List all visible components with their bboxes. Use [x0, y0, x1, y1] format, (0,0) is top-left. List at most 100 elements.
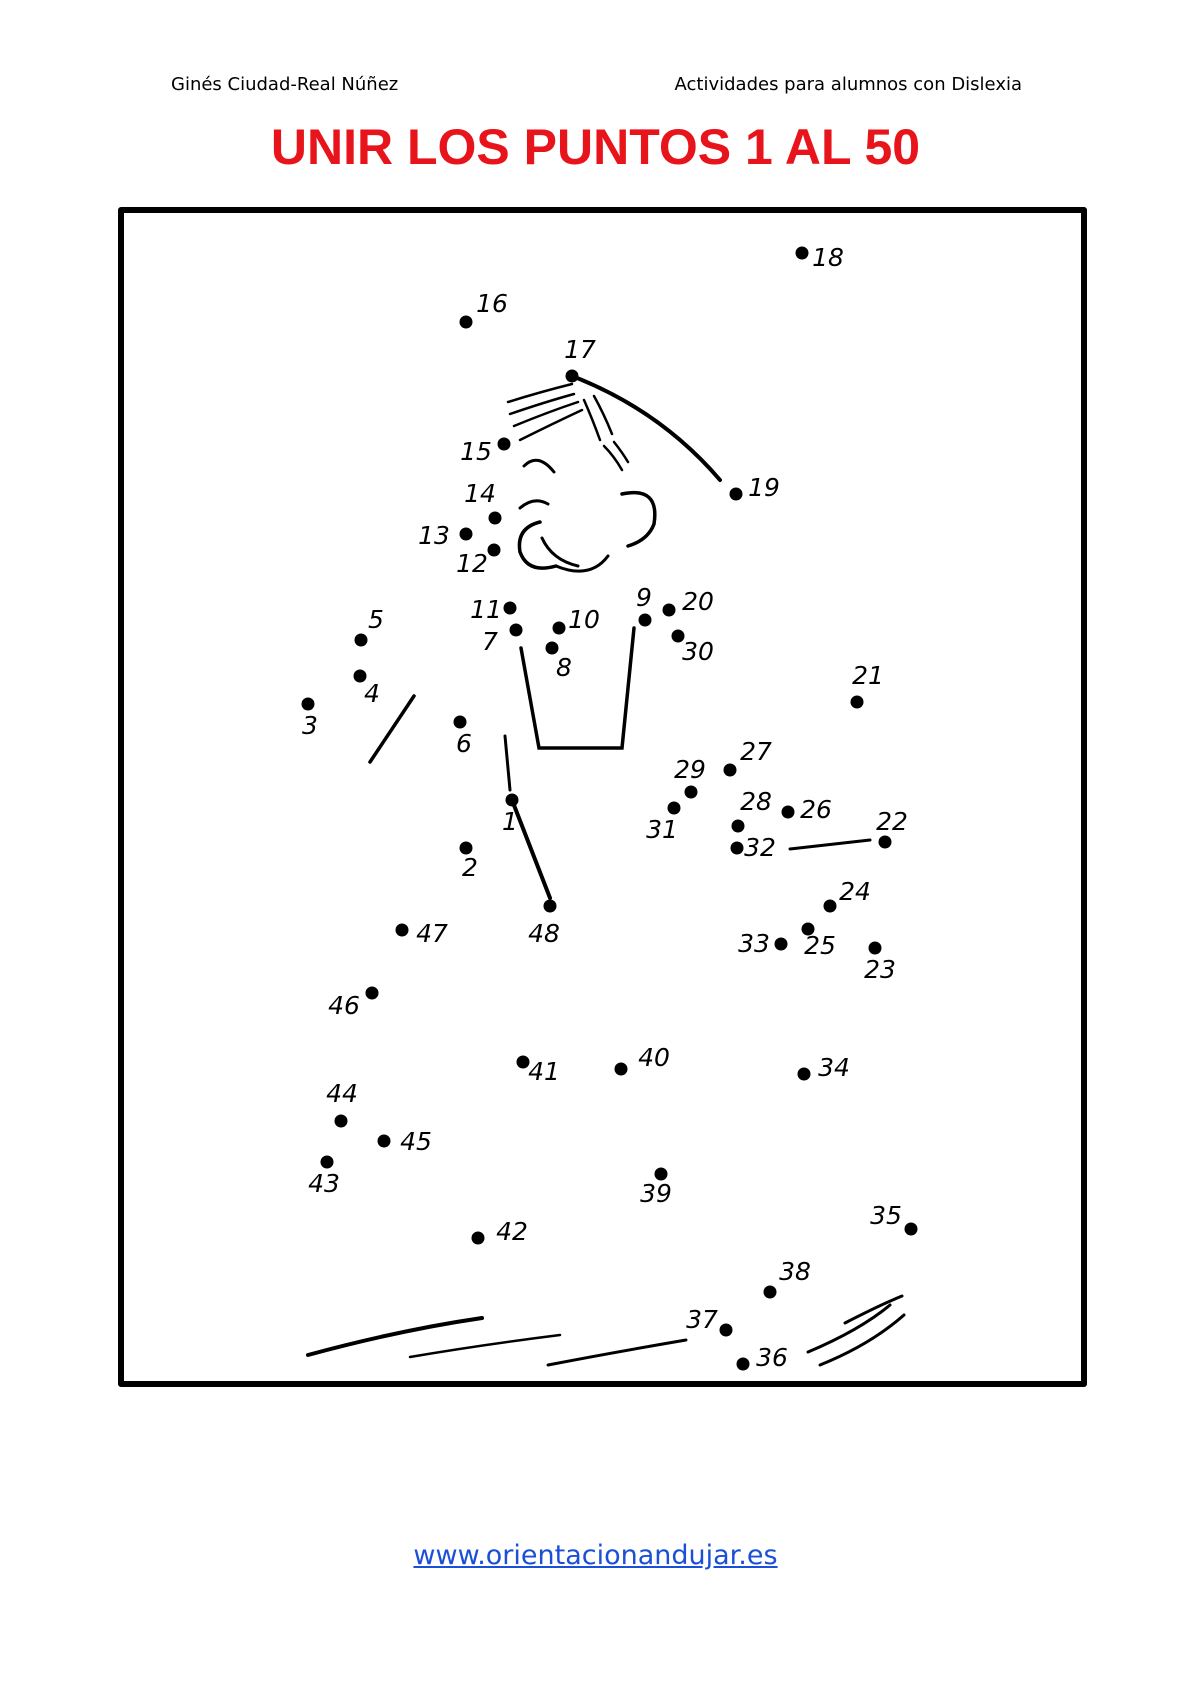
- dot-37: 37: [686, 1305, 733, 1337]
- dot-number: 18: [812, 243, 844, 272]
- dot-marker: [453, 715, 467, 729]
- dot-number: 35: [870, 1201, 902, 1230]
- dot-45: 45: [377, 1127, 432, 1156]
- dot-marker: [823, 899, 837, 913]
- page-title: UNIR LOS PUNTOS 1 AL 50: [270, 119, 921, 175]
- dot-number: 30: [682, 637, 714, 666]
- dot-number: 36: [756, 1343, 788, 1372]
- dot-25: 25: [801, 922, 836, 960]
- dot-marker: [505, 793, 519, 807]
- dot-23: 23: [864, 941, 896, 984]
- dot-marker: [395, 923, 409, 937]
- dot-number: 12: [456, 549, 488, 578]
- dot-number: 4: [364, 679, 380, 708]
- dot-20: 20: [662, 587, 714, 617]
- author-name: Ginés Ciudad-Real Núñez: [171, 74, 399, 95]
- dot-13: 13: [418, 521, 473, 550]
- dot-number: 29: [674, 755, 706, 784]
- printed-lines: [306, 374, 906, 1367]
- dot-44: 44: [326, 1079, 358, 1128]
- dot-11: 11: [470, 595, 517, 624]
- dot-marker: [488, 511, 502, 525]
- dot-marker: [667, 801, 681, 815]
- dot-number: 22: [876, 807, 908, 836]
- dot-marker: [729, 487, 743, 501]
- dot-marker: [654, 1167, 668, 1181]
- dot-marker: [684, 785, 698, 799]
- dot-number: 21: [852, 661, 884, 690]
- dot-marker: [763, 1285, 777, 1299]
- dot-7: 7: [482, 623, 523, 656]
- dot-marker: [801, 922, 815, 936]
- dot-number: 5: [368, 605, 384, 634]
- dot-marker: [797, 1067, 811, 1081]
- dot-29: 29: [674, 755, 706, 799]
- dot-14: 14: [464, 479, 502, 525]
- dot-28: 28: [731, 787, 772, 833]
- dot-number: 46: [328, 991, 360, 1020]
- activity-frame: [118, 207, 1087, 1387]
- dot-4: 4: [353, 669, 380, 708]
- dot-number: 7: [482, 627, 498, 656]
- dot-3: 3: [301, 697, 318, 740]
- dot-marker: [487, 543, 501, 557]
- dot-marker: [723, 763, 737, 777]
- dot-marker: [353, 669, 367, 683]
- dot-number: 13: [418, 521, 450, 550]
- website-link[interactable]: www.orientacionandujar.es: [413, 1540, 778, 1571]
- dot-24: 24: [823, 877, 871, 913]
- dot-number: 37: [686, 1305, 718, 1334]
- numbered-dots: 1234567891011121314151617181920212223242…: [301, 243, 918, 1372]
- dot-marker: [638, 613, 652, 627]
- dot-marker: [516, 1055, 530, 1069]
- dot-number: 10: [568, 605, 600, 634]
- dot-marker: [878, 835, 892, 849]
- dot-number: 9: [636, 583, 652, 612]
- dot-35: 35: [870, 1201, 918, 1236]
- dot-number: 38: [779, 1257, 811, 1286]
- dot-number: 23: [864, 955, 896, 984]
- dot-21: 21: [850, 661, 884, 709]
- dot-number: 41: [528, 1057, 560, 1086]
- dot-34: 34: [797, 1053, 850, 1082]
- dot-number: 32: [744, 833, 776, 862]
- dot-15: 15: [460, 437, 511, 466]
- dot-marker: [503, 601, 517, 615]
- dot-32: 32: [730, 833, 776, 862]
- dot-number: 14: [464, 479, 496, 508]
- dot-marker: [904, 1222, 918, 1236]
- dot-number: 44: [326, 1079, 358, 1108]
- dot-number: 19: [748, 473, 780, 502]
- dot-marker: [552, 621, 566, 635]
- dot-marker: [868, 941, 882, 955]
- dot-marker: [543, 899, 557, 913]
- dot-marker: [354, 633, 368, 647]
- dot-number: 20: [682, 587, 714, 616]
- dot-40: 40: [614, 1043, 670, 1076]
- dot-marker: [320, 1155, 334, 1169]
- dot-marker: [614, 1062, 628, 1076]
- dot-41: 41: [516, 1055, 560, 1086]
- dot-46: 46: [328, 986, 379, 1020]
- dot-number: 42: [496, 1217, 528, 1246]
- dot-marker: [471, 1231, 485, 1245]
- dot-47: 47: [395, 919, 448, 948]
- dot-10: 10: [552, 605, 600, 635]
- dot-marker: [459, 315, 473, 329]
- dot-number: 6: [456, 729, 472, 758]
- dot-marker: [736, 1357, 750, 1371]
- dot-number: 34: [818, 1053, 850, 1082]
- dot-43: 43: [308, 1155, 340, 1198]
- dot-marker: [565, 369, 579, 383]
- dot-number: 17: [564, 335, 596, 364]
- dot-number: 28: [740, 787, 772, 816]
- dot-number: 43: [308, 1169, 340, 1198]
- dot-marker: [662, 603, 676, 617]
- dot-marker: [459, 527, 473, 541]
- dot-48: 48: [528, 899, 560, 948]
- dot-marker: [509, 623, 523, 637]
- dot-39: 39: [640, 1167, 672, 1208]
- dot-marker: [731, 819, 745, 833]
- dot-22: 22: [876, 807, 908, 849]
